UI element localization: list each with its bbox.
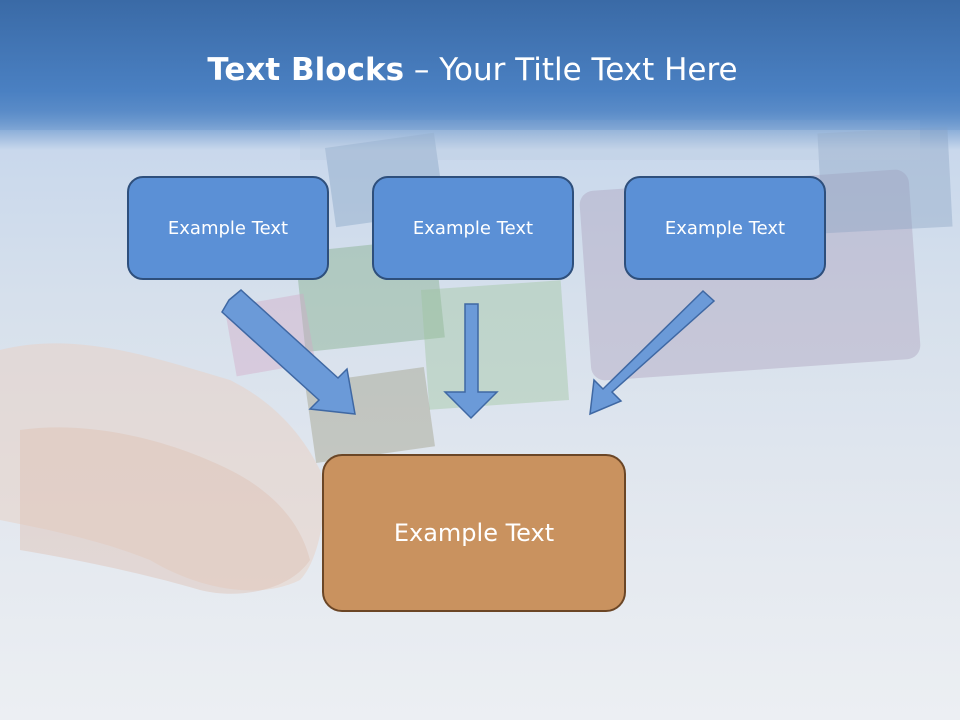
text-block-top-right: Example Text (624, 176, 826, 280)
title-rest: – Your Title Text Here (404, 52, 738, 88)
arrow-center (443, 303, 499, 420)
title-bar (0, 0, 960, 130)
text-block-label: Example Text (412, 217, 534, 239)
text-block-label: Example Text (393, 519, 555, 547)
arrow-left (221, 289, 356, 415)
title-bold: Text Blocks (207, 52, 405, 88)
text-block-top-left: Example Text (127, 176, 329, 280)
slide-title: Text Blocks – Your Title Text Here (0, 52, 945, 88)
text-block-label: Example Text (664, 217, 786, 239)
text-block-top-center: Example Text (372, 176, 574, 280)
arrow-right (589, 289, 716, 416)
text-block-label: Example Text (167, 217, 289, 239)
text-block-bottom: Example Text (322, 454, 626, 612)
